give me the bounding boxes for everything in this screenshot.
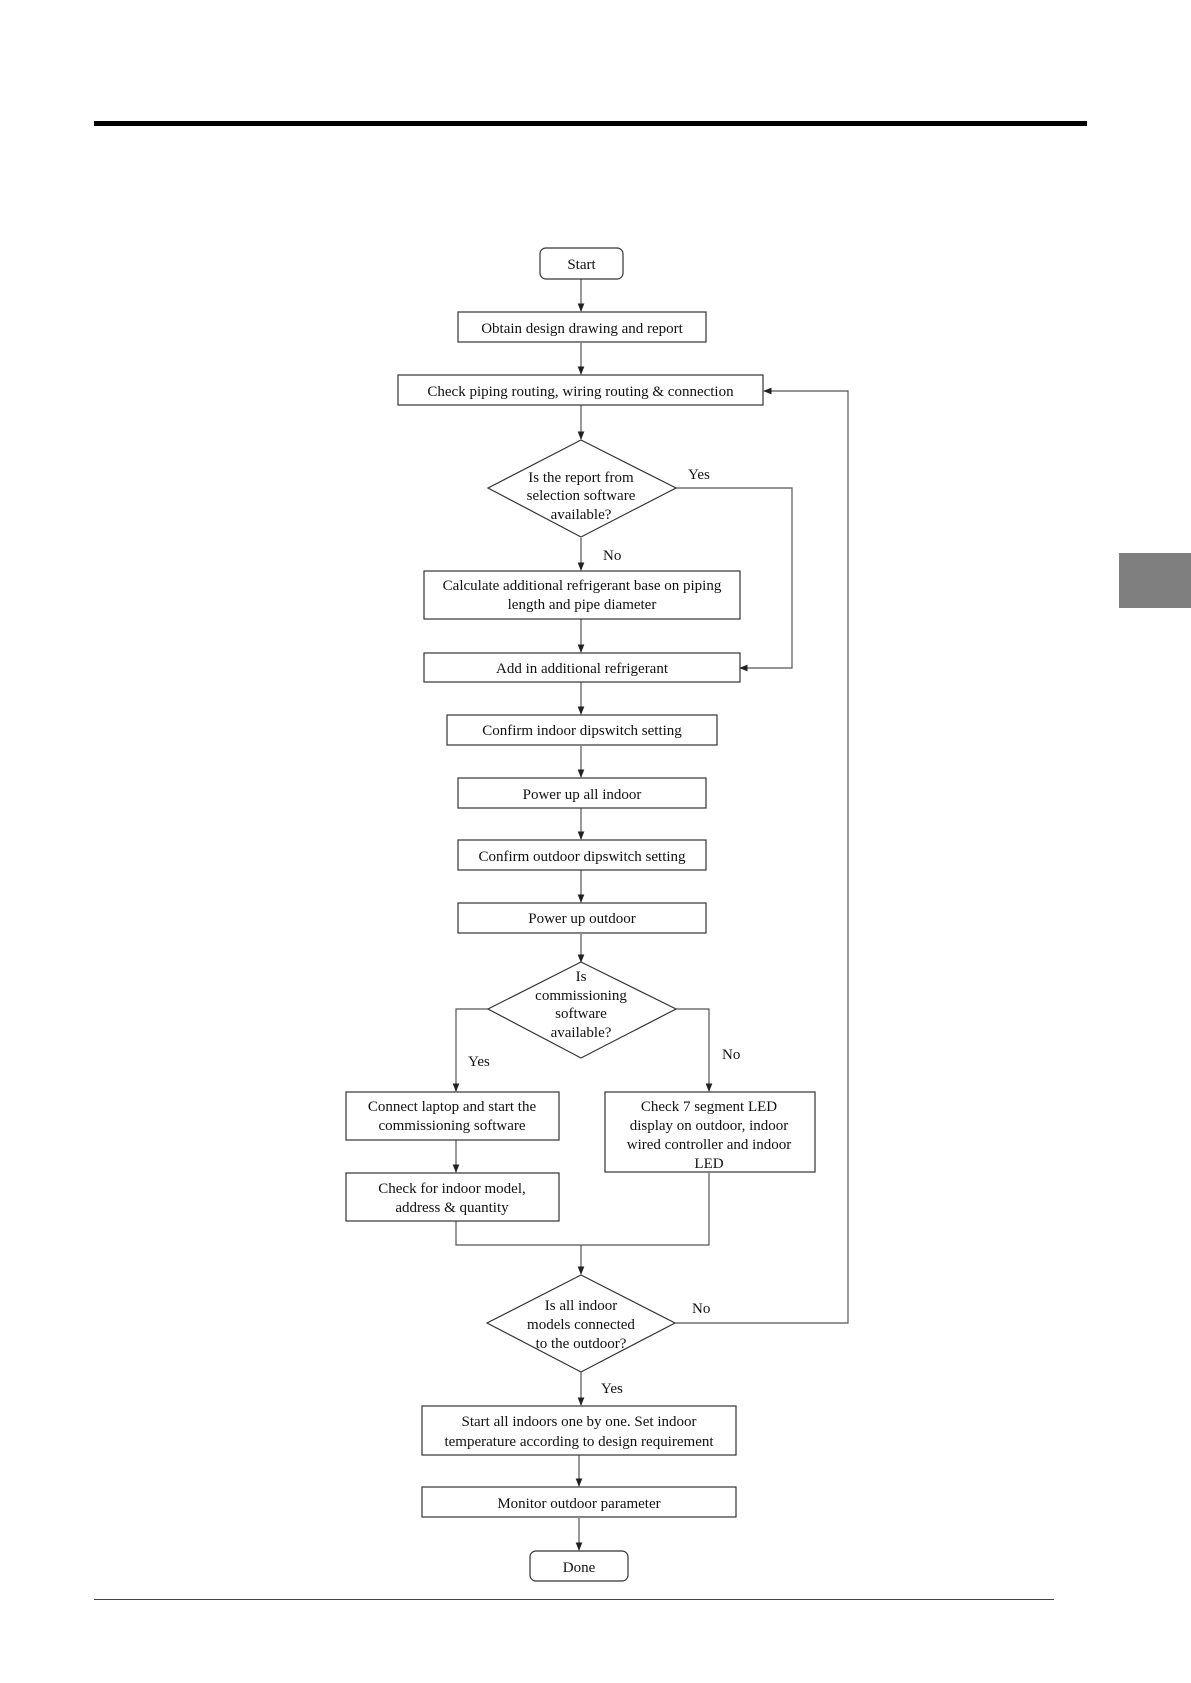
connect-laptop-line-1: Connect laptop and start the [368,1099,537,1115]
check-piping-box [397,374,764,406]
connect-laptop-box [345,1091,560,1141]
commissioning-decision-line-4: available? [551,1025,612,1041]
add-refrigerant-box [423,652,741,683]
check-indoor-model-box [345,1172,560,1222]
check-indoor-model-line-1: Check for indoor model, [378,1181,525,1197]
start-indoors-line-2: temperature according to design requirem… [444,1434,714,1450]
all-indoor-decision-line-2: models connected [527,1317,635,1333]
all-indoor-decision-line-1: Is all indoor [545,1298,618,1314]
all-indoor-decision-line-3: to the outdoor? [536,1336,627,1352]
add-refrigerant-label: Add in additional refrigerant [496,661,669,677]
calculate-refrigerant-box [423,570,741,620]
power-indoor-label: Power up all indoor [523,787,642,803]
connect-laptop-line-2: commissioning software [378,1118,525,1134]
commissioning-decision-line-1: Is [576,969,587,985]
check-led-box [604,1091,816,1173]
all-indoor-no-label: No [692,1301,710,1317]
report-yes-label: Yes [688,467,710,483]
start-indoors-box [421,1405,737,1456]
check-led-line-1: Check 7 segment LED [641,1099,777,1115]
obtain-design-box [457,311,707,343]
check-led-line-4: LED [694,1156,723,1172]
start-indoors-line-1: Start all indoors one by one. Set indoor [462,1414,697,1430]
check-piping-label: Check piping routing, wiring routing & c… [427,384,734,400]
report-decision-line-3: available? [551,507,612,523]
obtain-design-label: Obtain design drawing and report [481,321,683,337]
start-terminal [539,247,624,280]
report-decision-line-1: Is the report from [528,470,634,486]
power-up-outdoor-box [457,902,707,934]
commissioning-no-label: No [722,1047,740,1063]
monitor-outdoor-box [421,1486,737,1518]
commissioning-decision-line-2: commissioning [535,988,627,1004]
check-led-line-3: wired controller and indoor [627,1137,792,1153]
start-label: Start [567,257,596,273]
power-up-indoor-box [457,777,707,809]
confirm-indoor-label: Confirm indoor dipswitch setting [482,723,682,739]
power-outdoor-label: Power up outdoor [528,911,636,927]
calculate-line-2: length and pipe diameter [508,597,657,613]
all-indoor-connected-decision [485,1274,677,1373]
confirm-outdoor-dipswitch-box [457,839,707,871]
report-available-decision [486,439,678,538]
report-no-label: No [603,548,621,564]
done-label: Done [563,1560,596,1576]
chapter-tab [1119,553,1191,608]
monitor-outdoor-label: Monitor outdoor parameter [497,1496,660,1512]
done-terminal [529,1550,629,1582]
footer-rule [94,1599,1054,1600]
all-indoor-yes-label: Yes [601,1381,623,1397]
commissioning-software-decision [486,961,678,1059]
connectors [452,279,849,1551]
confirm-outdoor-label: Confirm outdoor dipswitch setting [478,849,686,865]
confirm-indoor-dipswitch-box [446,714,718,746]
commissioning-yes-label: Yes [468,1054,490,1070]
commissioning-decision-line-3: software [555,1006,607,1022]
check-led-line-2: display on outdoor, indoor [630,1118,789,1134]
report-decision-line-2: selection software [527,488,636,504]
check-indoor-model-line-2: address & quantity [395,1200,509,1216]
calculate-line-1: Calculate additional refrigerant base on… [443,578,722,594]
header-rule [94,121,1087,126]
